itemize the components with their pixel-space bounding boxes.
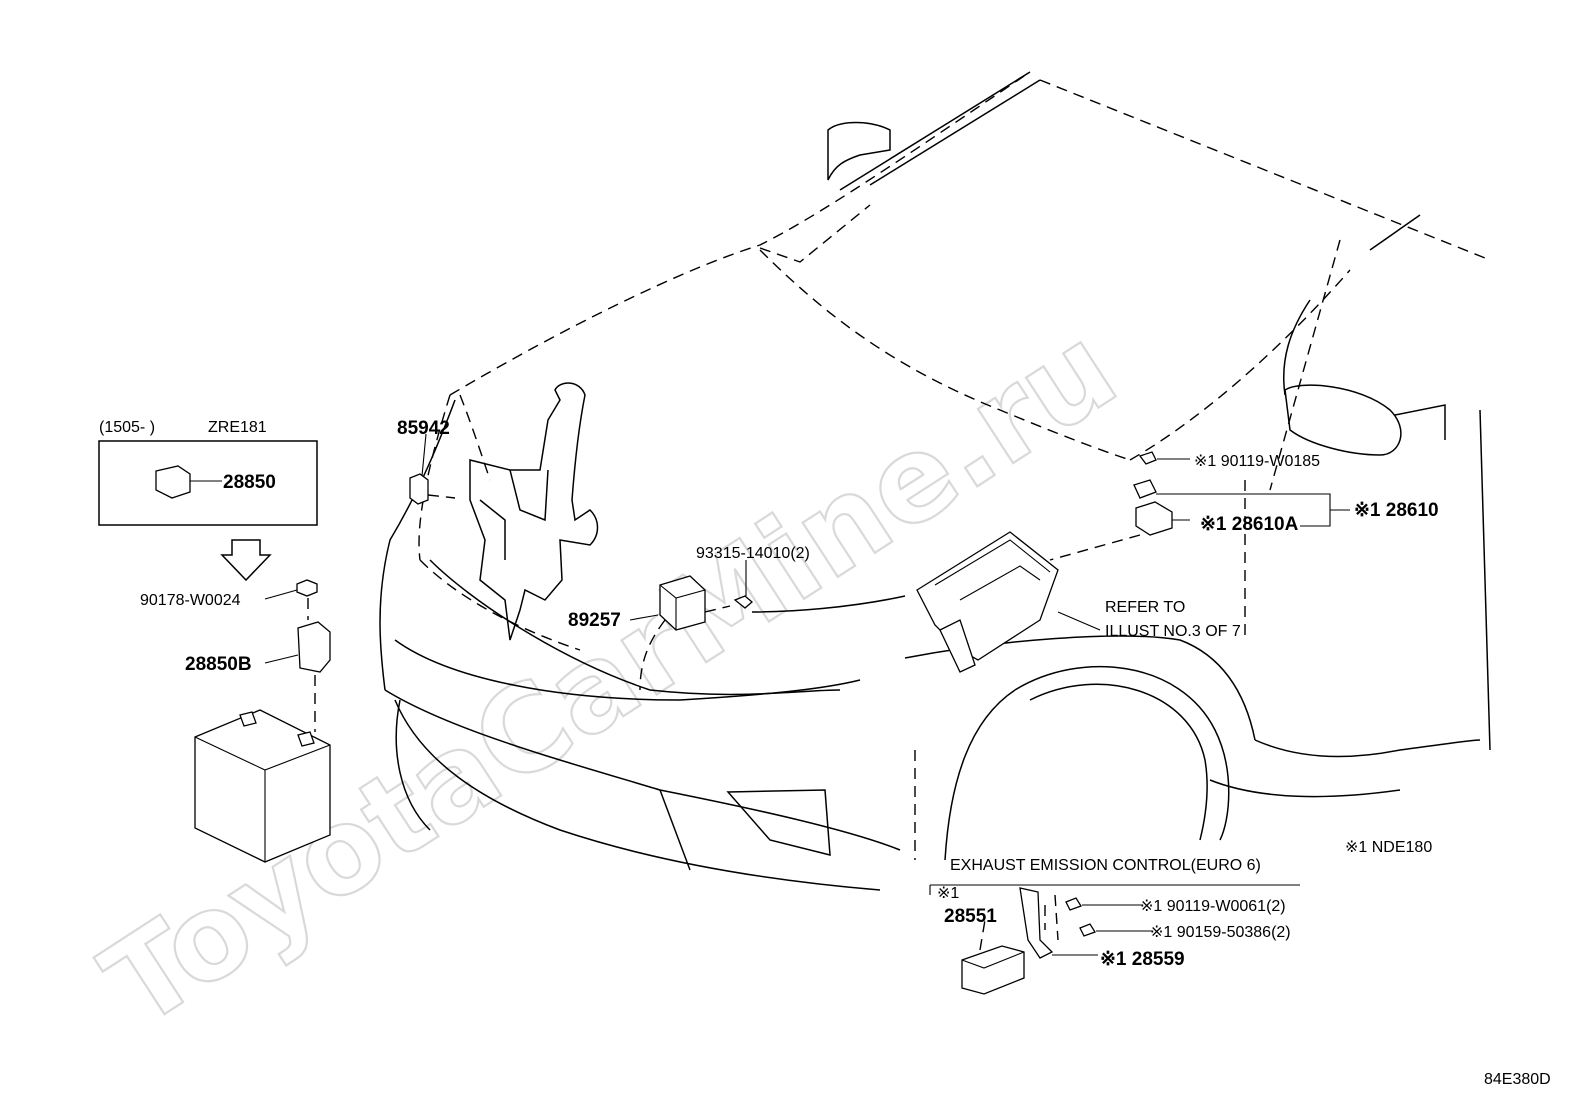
inset-model: ZRE181 [208, 419, 267, 436]
label-28610A: ※1 28610A [1200, 514, 1299, 535]
part-89257 [659, 575, 706, 631]
watermark: ToyotaCarMine.ru [80, 299, 1139, 1054]
part-28610A [1135, 501, 1173, 536]
washer-tank-outline [469, 382, 599, 641]
illustration-code: 84E380D [1484, 1071, 1551, 1088]
label-90119-W0061: ※1 90119-W0061(2) [1140, 898, 1286, 915]
refer-line-1: REFER TO [1105, 599, 1185, 616]
label-93315-14010: 93315-14010(2) [696, 545, 810, 562]
inset-frame [98, 440, 318, 526]
part-90178-nut [296, 579, 318, 597]
inset-part-number: 28850 [223, 472, 276, 493]
part-28850-icon [155, 465, 191, 499]
part-85942 [409, 473, 429, 505]
part-90119-W0185 [1138, 451, 1157, 465]
label-85942: 85942 [397, 418, 450, 439]
part-28850B [297, 621, 331, 673]
part-90159-50386 [1079, 923, 1096, 937]
note-nde180: ※1 NDE180 [1345, 839, 1432, 856]
car-body-outline [379, 71, 1491, 891]
part-28551 [961, 945, 1025, 995]
part-93315-bolt [733, 595, 753, 609]
label-28850B: 28850B [185, 654, 252, 675]
label-28551: 28551 [944, 906, 997, 927]
euro6-title: EXHAUST EMISSION CONTROL(EURO 6) [950, 857, 1261, 874]
label-28551-mark: ※1 [937, 885, 959, 902]
battery [194, 709, 331, 863]
label-90178-W0024: 90178-W0024 [140, 592, 241, 609]
part-bracket-assembly [916, 531, 1059, 673]
label-90159-50386: ※1 90159-50386(2) [1150, 924, 1291, 941]
part-28559 [1019, 887, 1054, 959]
refer-line-2: ILLUST NO.3 OF 7 [1105, 623, 1241, 640]
label-28559: ※1 28559 [1100, 949, 1185, 970]
inset-date-range: (1505- ) [99, 419, 155, 436]
down-arrow-icon [220, 539, 272, 582]
part-90119-W0061 [1065, 897, 1082, 911]
label-28610: ※1 28610 [1354, 500, 1439, 521]
label-89257: 89257 [568, 610, 621, 631]
part-28610-bracket [1133, 479, 1157, 499]
label-90119-W0185: ※1 90119-W0185 [1194, 453, 1320, 470]
